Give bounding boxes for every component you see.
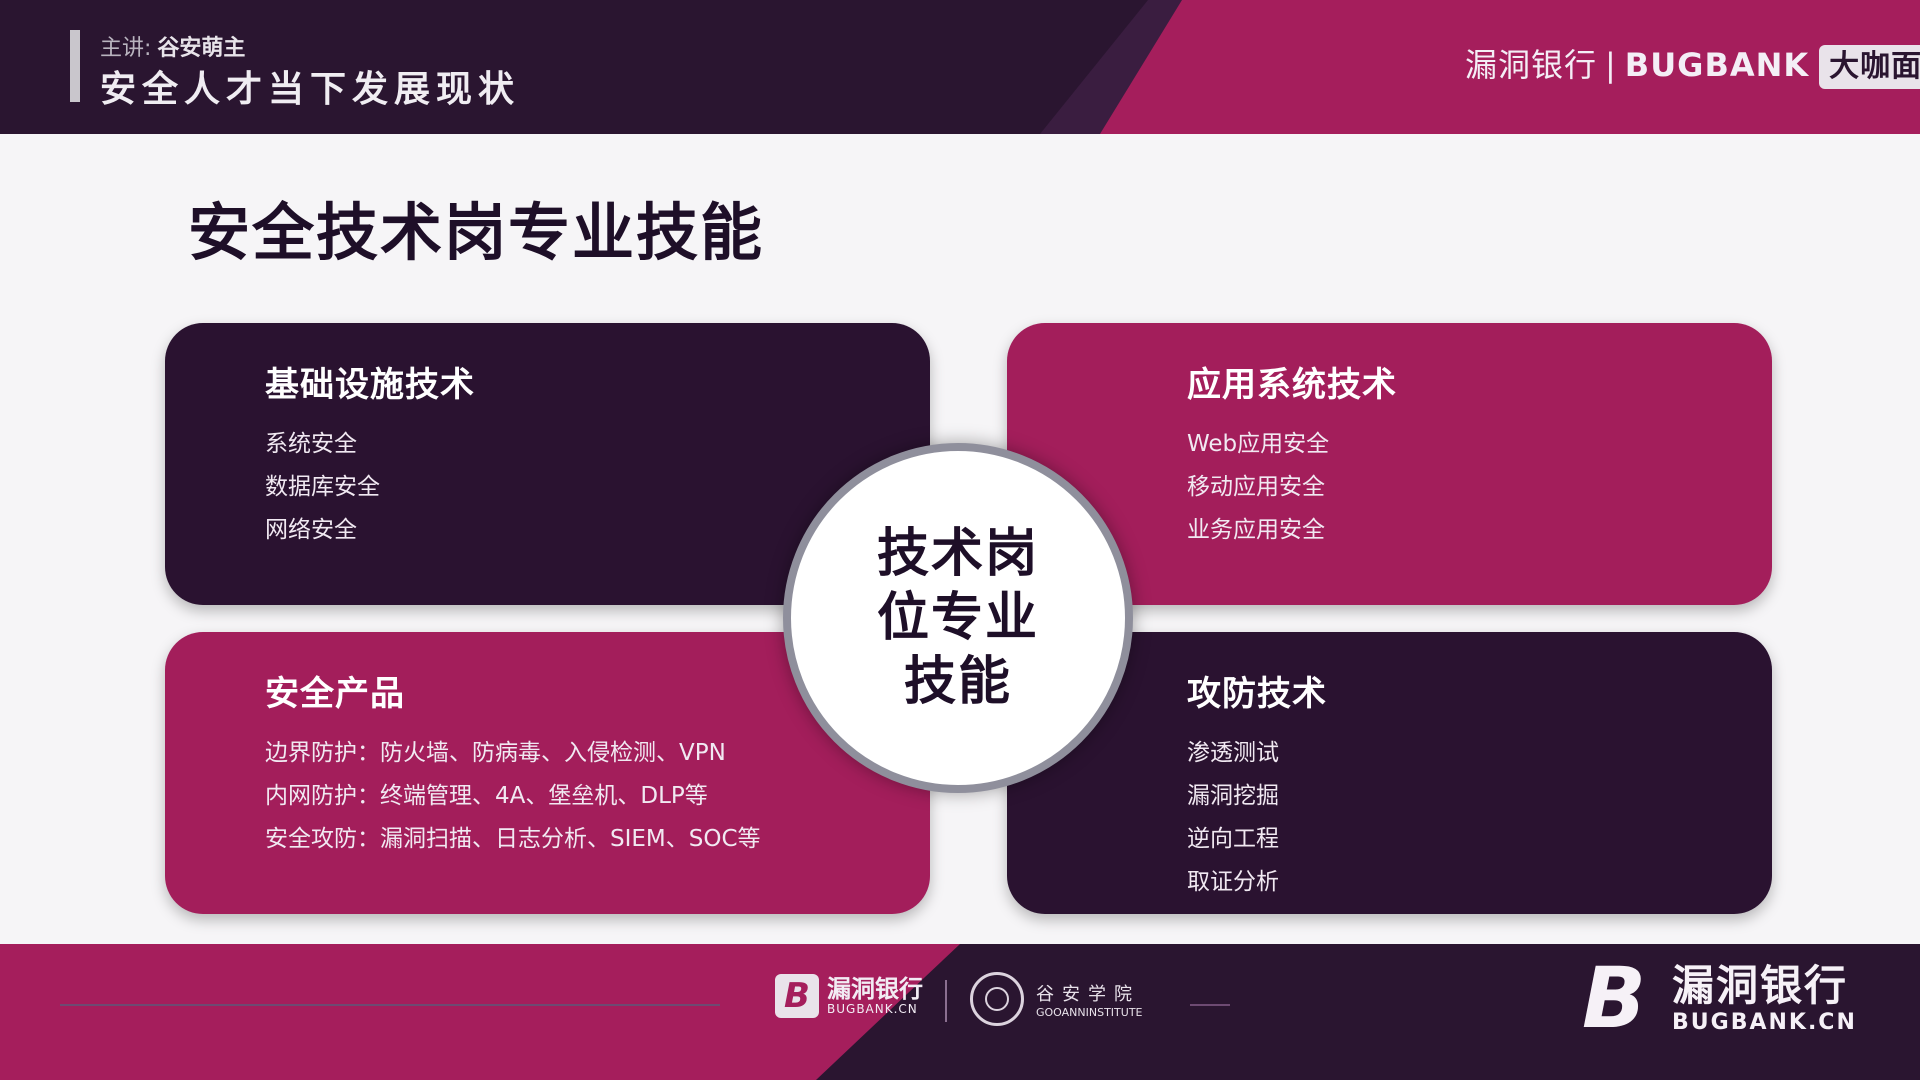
brand-stamp: 大咖面对面	[1819, 45, 1920, 89]
bugbank-b-icon: B	[775, 974, 819, 1018]
bugbank-large-wordmark: 漏洞银行 BUGBANK.CN	[1672, 960, 1857, 1035]
footer-logo-bugbank: B 漏洞银行 BUGBANK.CN	[775, 974, 923, 1018]
logo-cn: 漏洞银行	[827, 975, 923, 1003]
card-item: 渗透测试	[1187, 740, 1279, 766]
card-title: 攻防技术	[1187, 674, 1327, 714]
card-item: 系统安全	[265, 431, 357, 457]
card-item: 业务应用安全	[1187, 517, 1325, 543]
card-offense-defense: 攻防技术 渗透测试 漏洞挖掘 逆向工程 取证分析	[1007, 632, 1772, 914]
footer-logo-gooan: 谷安学院 GOOANNINSTITUTE	[970, 972, 1143, 1026]
course-title: 安全人才当下发展现状	[100, 69, 521, 110]
card-item: 网络安全	[265, 517, 357, 543]
logo-cn: 谷安学院	[1036, 983, 1140, 1005]
card-item-list: Web应用安全 移动应用安全 业务应用安全	[1187, 423, 1329, 552]
logo-en: GOOANNINSTITUTE	[1036, 1005, 1143, 1019]
speaker-line: 主讲:谷安萌主	[100, 30, 245, 62]
card-item: 取证分析	[1187, 869, 1279, 895]
card-item-list: 渗透测试 漏洞挖掘 逆向工程 取证分析	[1187, 732, 1279, 904]
footer-divider-line	[60, 1004, 720, 1006]
brand-header-logo: 漏洞银行|BUGBANK大咖面对面	[1465, 40, 1920, 89]
gooan-wordmark: 谷安学院 GOOANNINSTITUTE	[1036, 980, 1143, 1019]
card-item: 漏洞挖掘	[1187, 783, 1279, 809]
card-item: 安全攻防：漏洞扫描、日志分析、SIEM、SOC等	[265, 826, 761, 852]
card-item-list: 边界防护：防火墙、防病毒、入侵检测、VPN 内网防护：终端管理、4A、堡垒机、D…	[265, 732, 761, 861]
top-banner: 主讲:谷安萌主 安全人才当下发展现状 漏洞银行|BUGBANK大咖面对面	[0, 0, 1920, 134]
card-item: 逆向工程	[1187, 826, 1279, 852]
card-item: 内网防护：终端管理、4A、堡垒机、DLP等	[265, 783, 708, 809]
brand-en: BUGBANK	[1624, 46, 1810, 84]
logo-cn: 漏洞银行	[1672, 960, 1849, 1010]
center-circle-text: 技术岗位专业技能	[876, 524, 1039, 712]
card-title: 安全产品	[265, 674, 405, 714]
logo-en: BUGBANK.CN	[1672, 1009, 1857, 1035]
card-item: Web应用安全	[1187, 431, 1330, 457]
card-application-systems: 应用系统技术 Web应用安全 移动应用安全 业务应用安全	[1007, 323, 1772, 605]
footer-divider-line	[1190, 1004, 1230, 1006]
footer-banner: B 漏洞银行 BUGBANK.CN 谷安学院 GOOANNINSTITUTE B…	[0, 944, 1920, 1080]
logo-en: BUGBANK.CN	[827, 1002, 918, 1016]
banner-magenta-wedge	[1100, 0, 1920, 134]
card-title: 基础设施技术	[265, 365, 475, 405]
card-item: 边界防护：防火墙、防病毒、入侵检测、VPN	[265, 740, 726, 766]
brand-cn: 漏洞银行	[1465, 46, 1598, 84]
gooan-seal-icon	[970, 972, 1024, 1026]
card-title: 应用系统技术	[1187, 365, 1397, 405]
center-circle: 技术岗位专业技能	[783, 443, 1133, 793]
bugbank-wordmark: 漏洞银行 BUGBANK.CN	[827, 976, 923, 1016]
card-item: 数据库安全	[265, 474, 380, 500]
slide-title: 安全技术岗专业技能	[188, 196, 765, 269]
brand-separator: |	[1605, 46, 1617, 84]
logo-divider	[945, 980, 947, 1022]
footer-logo-bugbank-large: B 漏洞银行 BUGBANK.CN	[1570, 949, 1857, 1047]
card-item-list: 系统安全 数据库安全 网络安全	[265, 423, 380, 552]
title-accent-bar	[70, 30, 80, 102]
card-item: 移动应用安全	[1187, 474, 1325, 500]
speaker-name: 谷安萌主	[157, 36, 246, 61]
speaker-label: 主讲:	[100, 36, 152, 61]
bugbank-b-large-icon: B	[1581, 949, 1647, 1047]
